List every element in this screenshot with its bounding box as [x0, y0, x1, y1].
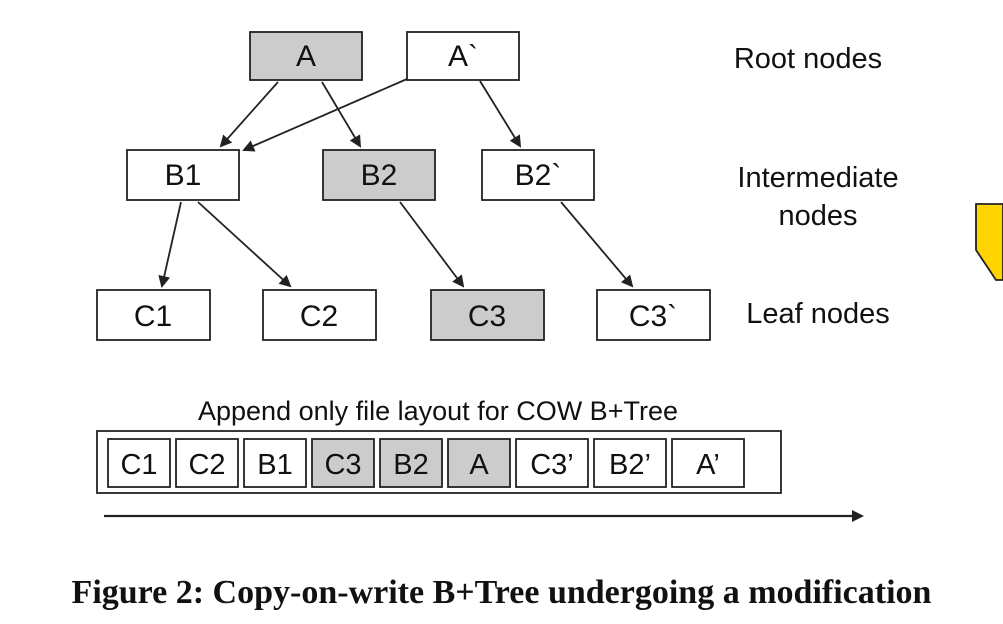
edge-b1-c2	[197, 201, 292, 288]
node-box	[406, 31, 520, 81]
node-label: C3	[468, 300, 506, 333]
node-label: C3`	[629, 300, 677, 333]
node-b2-copy: B2`	[481, 149, 595, 201]
figure-caption: Figure 2: Copy-on-write B+Tree undergoin…	[71, 574, 932, 611]
file-cell-label: C1	[120, 449, 157, 481]
file-cell: A	[447, 438, 511, 488]
file-cell: A’	[671, 438, 745, 488]
file-cell-label: C3	[324, 449, 361, 481]
edge-a-b2	[321, 81, 362, 148]
file-cell-box	[593, 438, 667, 488]
tree-edges	[158, 78, 634, 288]
node-label: C2	[300, 300, 338, 333]
node-root-a: A	[249, 31, 363, 81]
file-cell: C2	[175, 438, 239, 488]
file-cell: B1	[243, 438, 307, 488]
node-label: B1	[165, 159, 202, 192]
node-label: A	[296, 40, 316, 73]
file-cell-label: A’	[696, 449, 720, 481]
file-cell-box	[311, 438, 375, 488]
file-cell-box	[515, 438, 589, 488]
node-root-a-copy: A`	[406, 31, 520, 81]
file-cell: C3’	[515, 438, 589, 488]
yellow-note-shape	[975, 203, 1003, 281]
file-cell-box	[447, 438, 511, 488]
node-c3: C3	[430, 289, 545, 341]
node-box	[126, 149, 240, 201]
level-label-leaf: Leaf nodes	[746, 298, 890, 330]
node-box	[596, 289, 711, 341]
node-box	[249, 31, 363, 81]
file-cell-box	[379, 438, 443, 488]
edge-b2new-c3new	[560, 201, 634, 288]
file-cell-label: C2	[188, 449, 225, 481]
node-label: B2`	[515, 159, 562, 192]
edge-a2-b1	[242, 78, 408, 152]
node-box	[322, 149, 436, 201]
node-box	[262, 289, 377, 341]
node-label: B2	[361, 159, 398, 192]
file-cell: C3	[311, 438, 375, 488]
node-box	[96, 289, 211, 341]
edge-a2-b2new	[479, 80, 522, 148]
file-cell-label: C3’	[530, 449, 574, 481]
level-label-root: Root nodes	[734, 43, 882, 75]
level-label-intermediate-1: Intermediate	[737, 162, 898, 194]
node-label: A`	[448, 40, 478, 73]
node-c2: C2	[262, 289, 377, 341]
file-layout-title: Append only file layout for COW B+Tree	[198, 396, 678, 426]
file-cell-label: B2’	[609, 449, 651, 481]
file-cell-box	[175, 438, 239, 488]
node-box	[481, 149, 595, 201]
file-cell-box	[671, 438, 745, 488]
file-cell-box	[107, 438, 171, 488]
file-cell: B2	[379, 438, 443, 488]
edge-a-b1	[219, 81, 279, 148]
file-layout-cells: C1 C2 B1 C3 B2 A C3’ B2’ A’	[107, 438, 745, 488]
edge-b2-c3	[399, 201, 465, 288]
level-label-intermediate-2: nodes	[778, 200, 857, 232]
node-box	[430, 289, 545, 341]
file-cell-label: A	[469, 449, 489, 481]
file-cell: C1	[107, 438, 171, 488]
node-c1: C1	[96, 289, 211, 341]
file-cell-box	[243, 438, 307, 488]
edge-b1-c1	[158, 201, 182, 288]
file-cell: B2’	[593, 438, 667, 488]
node-b2: B2	[322, 149, 436, 201]
node-b1: B1	[126, 149, 240, 201]
node-label: C1	[134, 300, 172, 333]
node-c3-copy: C3`	[596, 289, 711, 341]
file-cell-label: B2	[393, 449, 428, 481]
file-cell-label: B1	[257, 449, 292, 481]
